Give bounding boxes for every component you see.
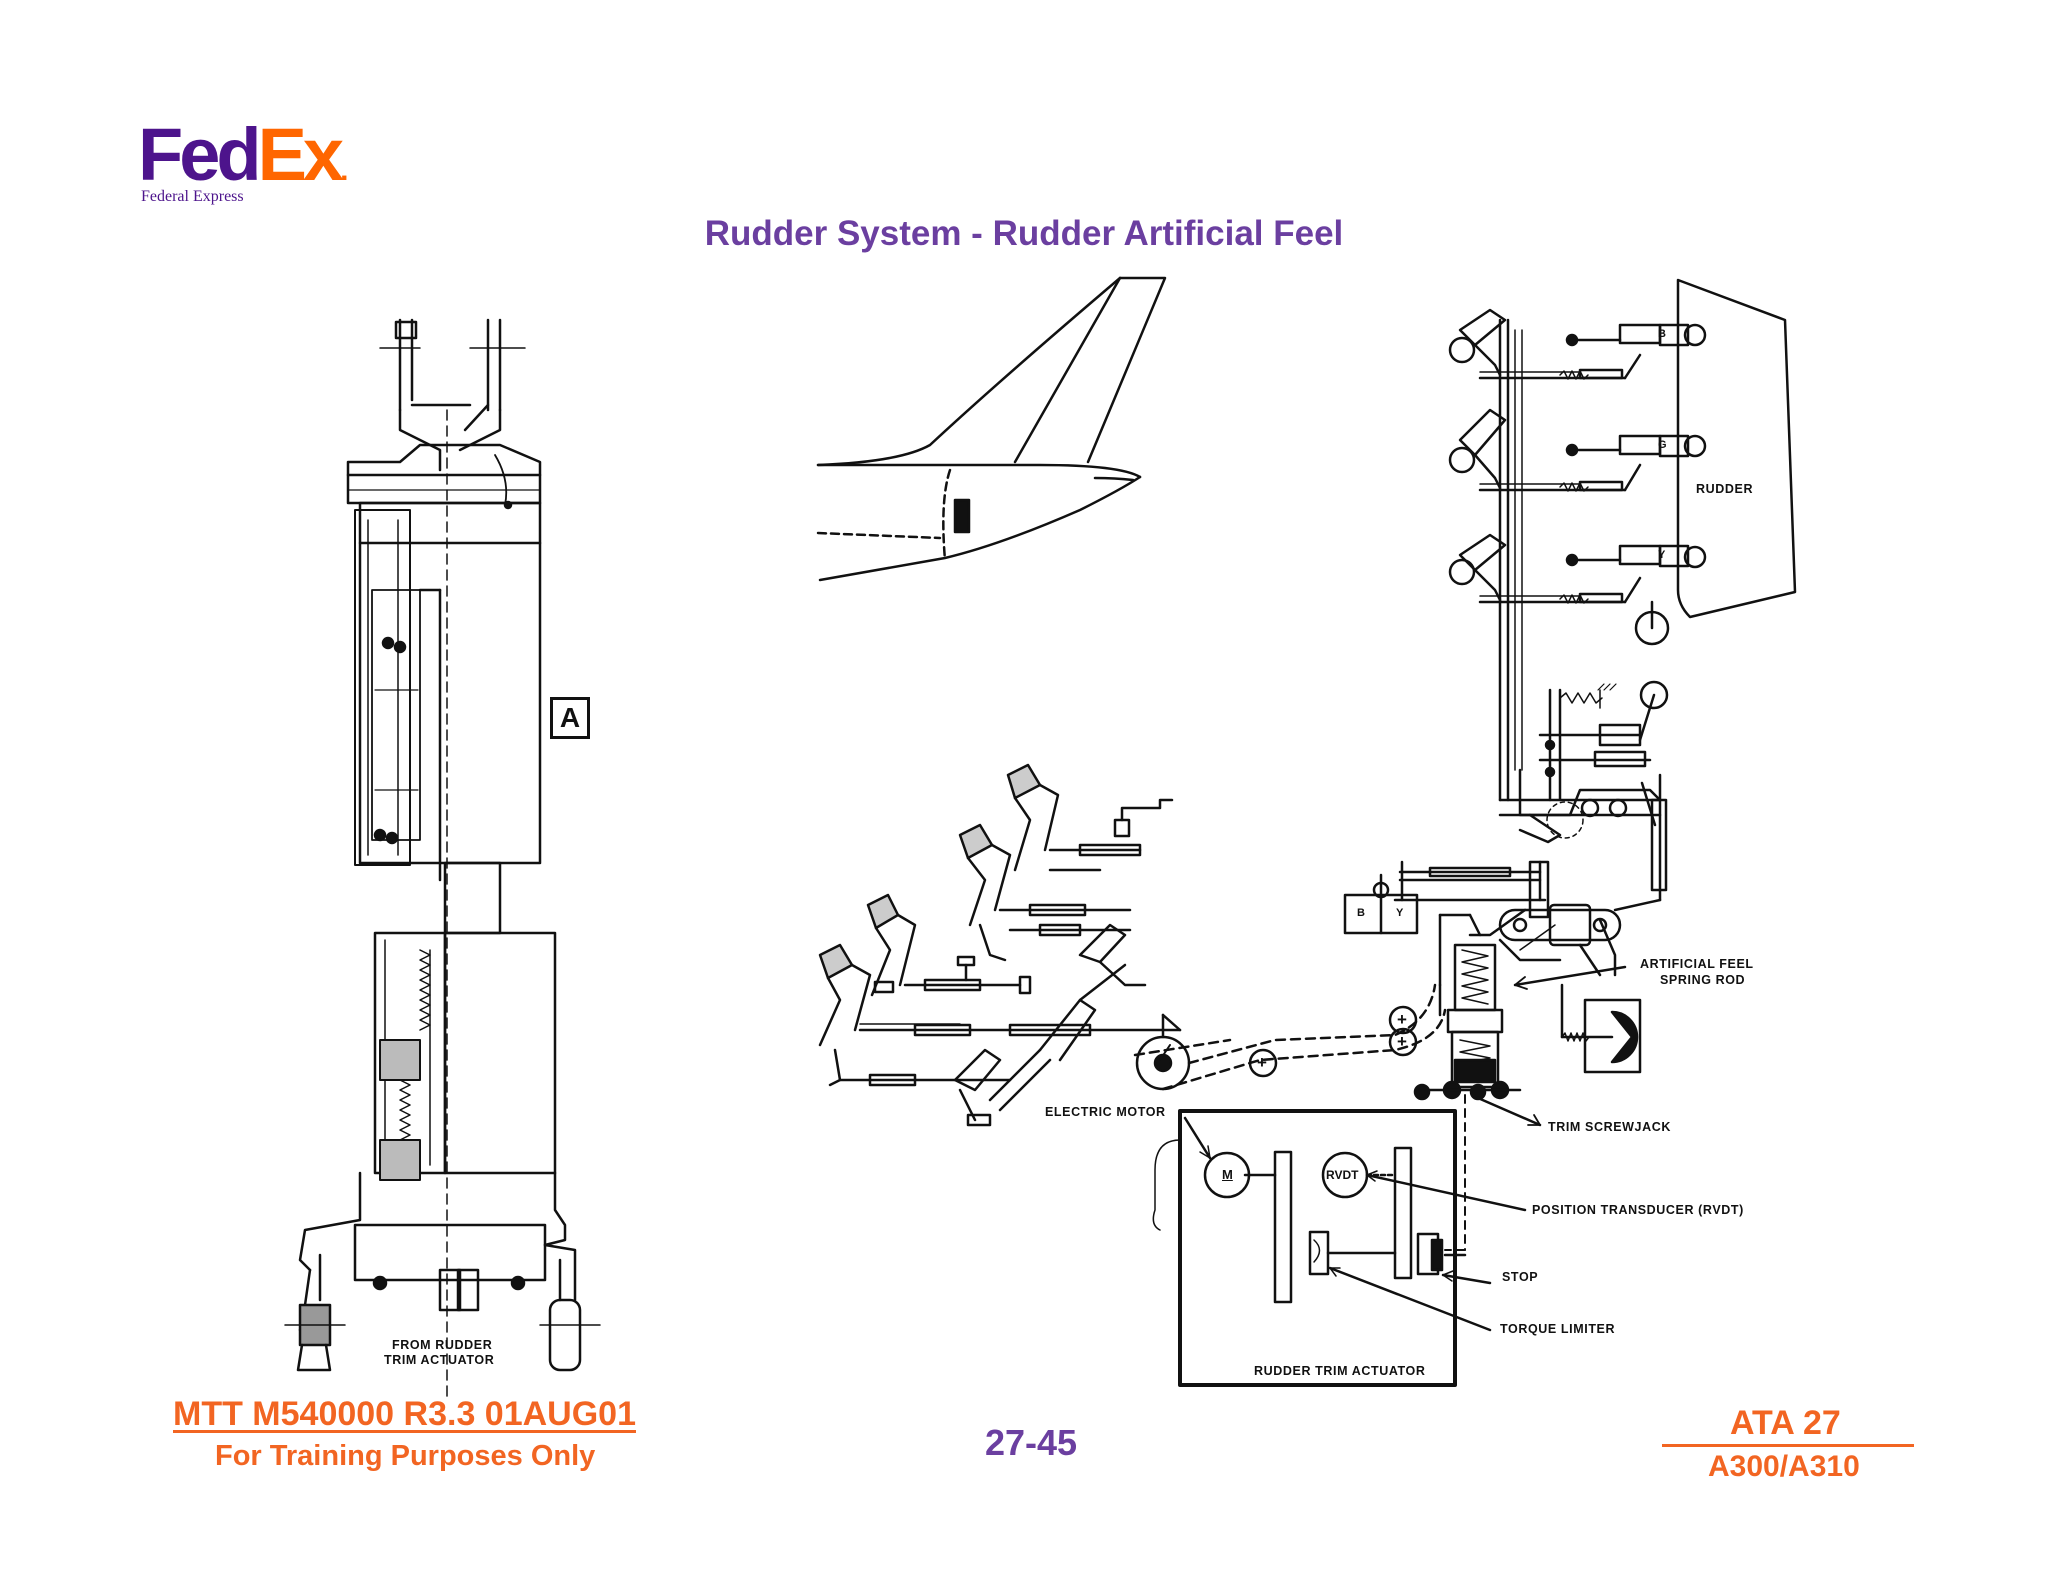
stop-label: STOP: [1502, 1270, 1539, 1284]
motor-symbol: M: [1222, 1167, 1233, 1182]
logo-dot: .: [340, 154, 349, 187]
artificial-feel-label-2: SPRING ROD: [1660, 973, 1746, 987]
fedex-logo: FedEx. Federal Express: [138, 118, 378, 208]
selector-y-label: Y: [1396, 907, 1404, 919]
from-rudder-trim-label-1: FROM RUDDER: [392, 1338, 493, 1352]
selector-b-label: B: [1357, 907, 1365, 919]
cable-junctions: [1248, 1005, 1418, 1078]
plus-sign-2: +: [1397, 1010, 1407, 1029]
training-notice: For Training Purposes Only: [215, 1440, 596, 1472]
rudder-linkage: [1343, 278, 1797, 1251]
from-rudder-trim-label-2: TRIM ACTUATOR: [384, 1353, 495, 1367]
trim-screwjack-label: TRIM SCREWJACK: [1548, 1120, 1671, 1134]
rudder-trim-actuator-label: RUDDER TRIM ACTUATOR: [1254, 1364, 1426, 1378]
torque-limiter-label: TORQUE LIMITER: [1500, 1322, 1616, 1336]
ata-chapter: ATA 27: [1730, 1404, 1841, 1442]
hyd-b-label: B: [1658, 328, 1666, 340]
electric-motor-label: ELECTRIC MOTOR: [1045, 1105, 1166, 1119]
aircraft-type: A300/A310: [1708, 1450, 1860, 1483]
logo-subtitle: Federal Express: [141, 188, 244, 205]
rudder-trim-actuator-box: [1152, 1109, 1527, 1387]
rudder-pedals: [818, 763, 1447, 1127]
detail-a-marker: A: [550, 697, 590, 739]
page-number: 27-45: [985, 1422, 1078, 1463]
logo-fed: Fed: [138, 113, 262, 196]
hyd-g-label: G: [1658, 439, 1667, 451]
doc-reference: MTT M540000 R3.3 01AUG01: [173, 1395, 636, 1433]
ata-divider: [1662, 1444, 1914, 1447]
plus-sign-3: +: [1397, 1032, 1407, 1051]
rudder-label: RUDDER: [1696, 482, 1754, 496]
plus-sign-1: +: [1257, 1053, 1267, 1072]
rvdt-symbol: RVDT: [1326, 1168, 1359, 1182]
aircraft-tail: [816, 276, 1167, 582]
hyd-y-label: Y: [1658, 549, 1666, 561]
artificial-feel-label-1: ARTIFICIAL FEEL: [1640, 957, 1754, 971]
trim-actuator-cutaway: [284, 318, 601, 1401]
logo-ex: Ex: [257, 113, 344, 196]
page-title: Rudder System - Rudder Artificial Feel: [704, 214, 1344, 253]
position-transducer-label: POSITION TRANSDUCER (RVDT): [1532, 1203, 1744, 1217]
